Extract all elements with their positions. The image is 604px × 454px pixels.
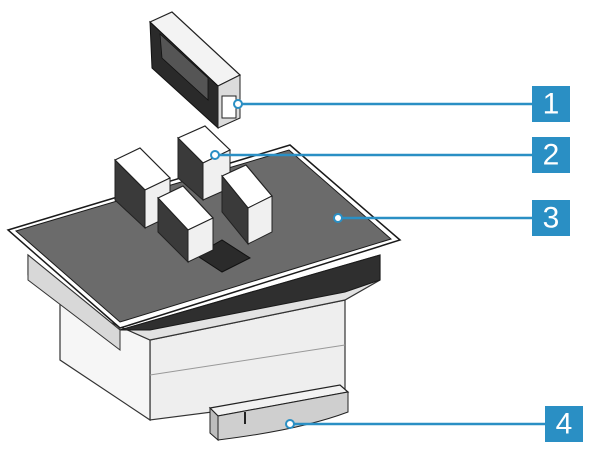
leader-lines	[215, 102, 545, 426]
callout-3-number: 3	[543, 202, 560, 235]
callout-4: 4	[545, 406, 583, 442]
odour-filter-front	[157, 185, 214, 264]
callout-1-number: 1	[543, 88, 560, 121]
callout-1: 1	[532, 86, 570, 122]
callout-3: 3	[532, 200, 570, 236]
odour-filter-right	[221, 164, 273, 246]
collection-tray	[208, 384, 350, 442]
grease-filter-cartridge	[148, 11, 242, 130]
hob-housing	[27, 253, 381, 422]
callout-2-number: 2	[543, 139, 560, 172]
callout-2: 2	[532, 137, 570, 173]
callout-4-number: 4	[556, 408, 573, 441]
leader-dots	[210, 99, 343, 429]
